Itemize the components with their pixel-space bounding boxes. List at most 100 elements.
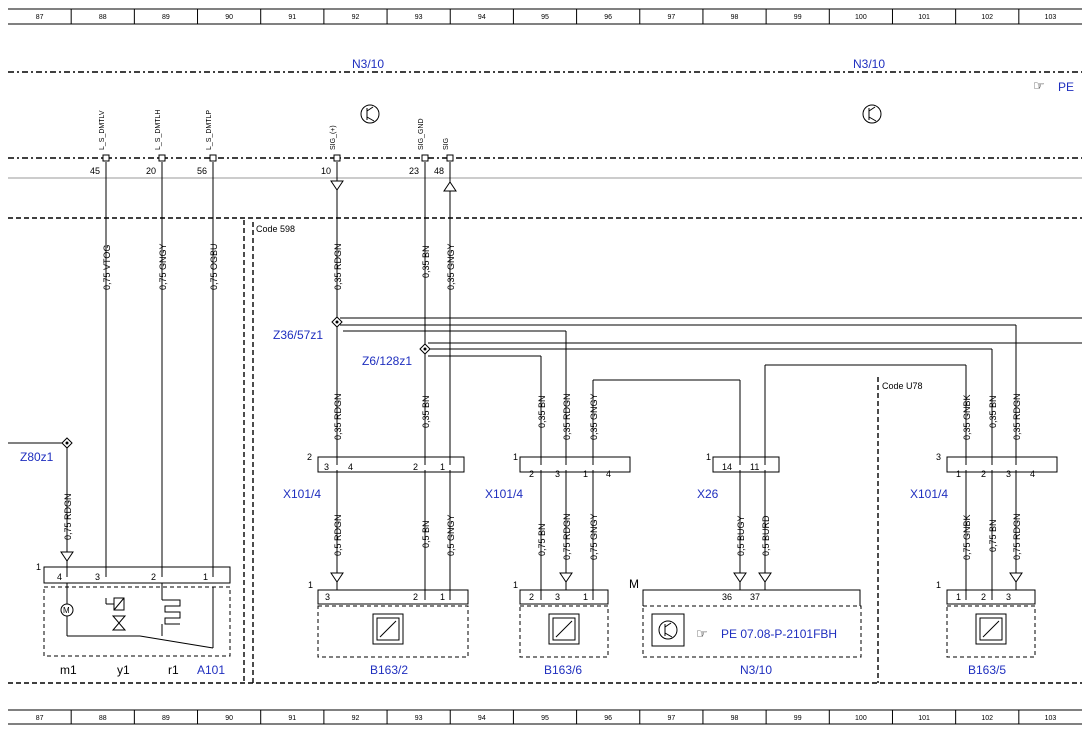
sensor-icon <box>975 613 1007 645</box>
top-ruler-number: 98 <box>731 14 739 21</box>
bottom-ruler-number: 90 <box>225 715 233 722</box>
svg-text:3: 3 <box>555 469 560 479</box>
pe-reference[interactable]: ☞ PE <box>1033 78 1074 94</box>
svg-text:1: 1 <box>440 592 445 602</box>
svg-text:37: 37 <box>750 592 760 602</box>
valve-icon <box>105 597 127 631</box>
wire-label: 0,75 GNGY <box>589 513 599 560</box>
bus-signal-label: L_S_DMTLP <box>206 110 213 150</box>
component-label-b163-5: B163/5 <box>968 663 1006 677</box>
svg-text:1: 1 <box>583 469 588 479</box>
svg-text:2: 2 <box>529 592 534 602</box>
component-label-b163-2: B163/2 <box>370 663 408 677</box>
n310-label-right: N3/10 <box>853 57 885 71</box>
splice-z6-icon <box>419 343 431 355</box>
wire-label: 0,75 RDGN <box>562 513 572 560</box>
top-ruler-number: 87 <box>36 14 44 21</box>
bottom-ruler-number: 95 <box>541 715 549 722</box>
top-ruler-number: 93 <box>415 14 423 21</box>
component-b163-5: 1 1 2 3 <box>936 580 1036 658</box>
svg-text:36: 36 <box>722 592 732 602</box>
wire-label: 0,75 RDGN <box>1012 513 1022 560</box>
bottom-ruler-number: 103 <box>1045 715 1057 722</box>
svg-text:14: 14 <box>722 462 732 472</box>
wire-label: 0,5 GNGY <box>446 514 456 556</box>
bottom-ruler-number: 88 <box>99 715 107 722</box>
bus-signal-label: SIG_(+) <box>330 125 337 150</box>
a101-y1-label: y1 <box>117 663 130 677</box>
bottom-ruler-number: 100 <box>855 715 867 722</box>
component-label-n3-10: N3/10 <box>740 663 772 677</box>
top-ruler-number: 89 <box>162 14 170 21</box>
wire-label: 0,75 OGBU <box>209 243 219 290</box>
wire-label: 0,75 GNBK <box>962 514 972 560</box>
splice-label-z36: Z36/57z1 <box>273 328 323 342</box>
bottom-ruler-number: 89 <box>162 715 170 722</box>
svg-text:3: 3 <box>555 592 560 602</box>
splice-z80-icon <box>61 437 73 449</box>
svg-text:2: 2 <box>981 469 986 479</box>
bus-pin-number: 45 <box>90 166 100 176</box>
component-b163-6: 1 2 3 1 <box>513 580 609 658</box>
bottom-ruler-number: 96 <box>604 715 612 722</box>
svg-text:4: 4 <box>606 469 611 479</box>
wire-label: 0,35 RDGN <box>333 243 343 290</box>
transistor-icon <box>862 104 882 124</box>
connector-x101-4-b: 1 2 3 1 4 <box>513 452 631 479</box>
wire-label: 0,35 BN <box>421 245 431 278</box>
bottom-ruler-number: 102 <box>981 715 993 722</box>
connector-x101-4-c: 3 1 2 3 4 <box>936 452 1058 479</box>
bottom-ruler-number: 87 <box>36 715 44 722</box>
svg-text:1: 1 <box>203 572 208 582</box>
wire-label: 0,35 RDGN <box>333 393 343 440</box>
connector-x26: 1 14 11 <box>706 452 780 473</box>
svg-text:M: M <box>63 606 70 615</box>
bottom-ruler-number: 94 <box>478 715 486 722</box>
top-ruler-number: 90 <box>225 14 233 21</box>
bottom-ruler-number: 92 <box>352 715 360 722</box>
svg-text:2: 2 <box>413 462 418 472</box>
svg-text:2: 2 <box>307 452 312 462</box>
svg-text:2: 2 <box>981 592 986 602</box>
wire-label: 0,35 GNGY <box>446 243 456 290</box>
svg-text:2: 2 <box>413 592 418 602</box>
pointing-hand-icon: ☞ <box>696 626 708 641</box>
bottom-ruler-number: 98 <box>731 715 739 722</box>
a101-m1-label: m1 <box>60 663 77 677</box>
svg-text:1: 1 <box>513 452 518 462</box>
splice-z36-icon <box>331 316 343 328</box>
connector-label-x26: X26 <box>697 487 719 501</box>
pe-reference-link[interactable]: ☞ PE 07.08-P-2101FBH <box>696 626 837 641</box>
wire-label: 0,5 BN <box>421 520 431 548</box>
top-ruler-number: 99 <box>794 14 802 21</box>
component-label-b163-6: B163/6 <box>544 663 582 677</box>
sensor-icon <box>372 613 404 645</box>
bus-pin-number: 20 <box>146 166 156 176</box>
component-a101: 1 4 3 2 1 M <box>36 562 231 657</box>
code598-label: Code 598 <box>256 224 295 234</box>
bus-pin-number: 23 <box>409 166 419 176</box>
bus-pin-number: 48 <box>434 166 444 176</box>
top-ruler-number: 100 <box>855 14 867 21</box>
bus-pin-number: 56 <box>197 166 207 176</box>
n310-m-label: M <box>629 577 639 591</box>
wire-label: 0,35 BN <box>988 395 998 428</box>
n310-label-left: N3/10 <box>352 57 384 71</box>
svg-text:3: 3 <box>95 572 100 582</box>
top-ruler-number: 103 <box>1045 14 1057 21</box>
wire-label: 0,75 GNGY <box>158 243 168 290</box>
wires <box>8 162 1082 600</box>
signal-arrows <box>60 180 1023 583</box>
splice-label-z6: Z6/128z1 <box>362 354 412 368</box>
wire-label: 0,35 BN <box>421 395 431 428</box>
connector-x101-4-a: 2 3 4 2 1 <box>307 452 465 473</box>
pe-reference-long: PE 07.08-P-2101FBH <box>721 627 837 641</box>
top-ruler-number: 102 <box>981 14 993 21</box>
svg-text:3: 3 <box>325 592 330 602</box>
heater-resistor-icon <box>139 587 214 649</box>
wire-label: 0,5 BURD <box>761 515 771 556</box>
